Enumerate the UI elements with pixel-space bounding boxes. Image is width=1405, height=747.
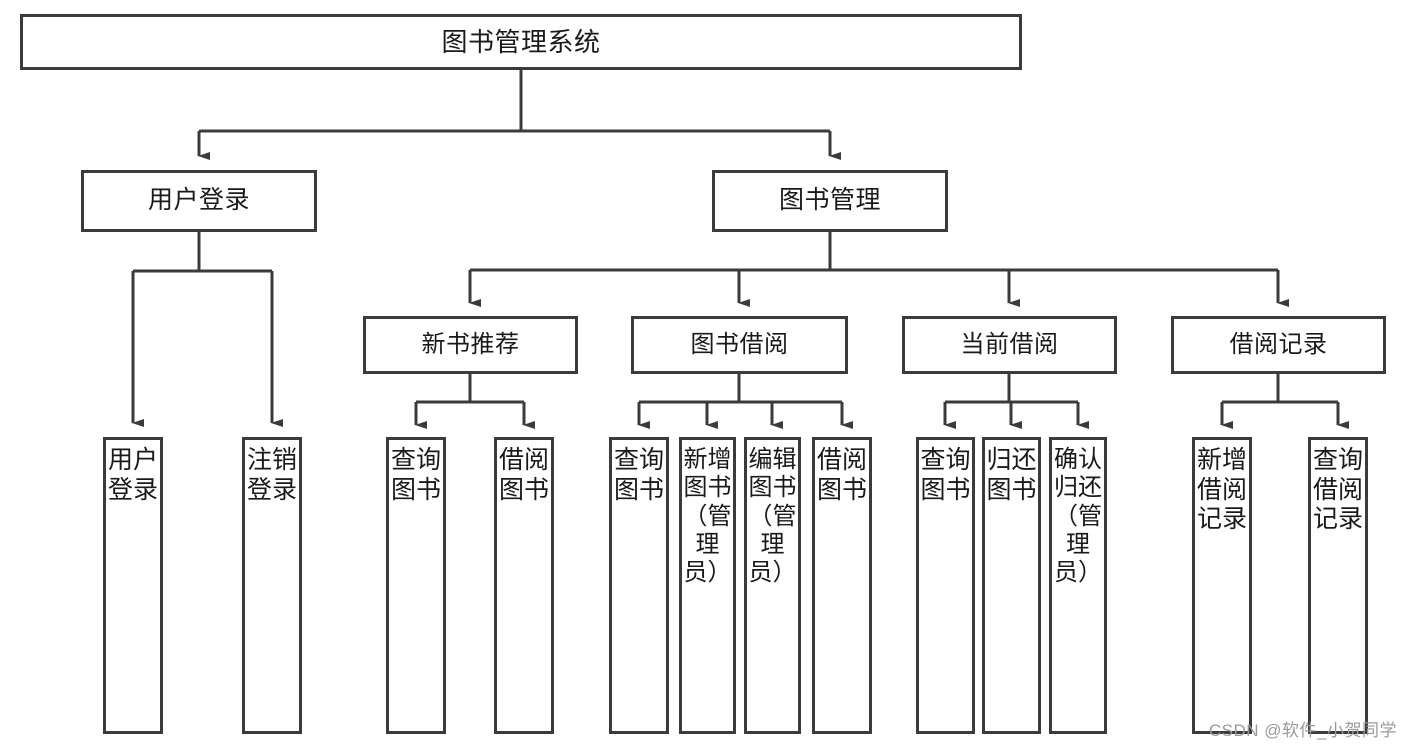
node-label: 借阅图书: [498, 446, 549, 504]
node-label: 当前借阅: [960, 330, 1059, 358]
leaf-confirm-return-admin[interactable]: 确认归还（管理员）: [1049, 437, 1107, 734]
leaf-edit-book-admin[interactable]: 编辑图书（管理员）: [744, 437, 801, 734]
node-label: 用户登录: [147, 186, 250, 215]
node-label: 查询图书: [920, 446, 971, 504]
node-borrow-record[interactable]: 借阅记录: [1171, 316, 1386, 374]
node-label: 图书管理系统: [441, 26, 601, 57]
leaf-query-borrow-record[interactable]: 查询借阅记录: [1308, 437, 1368, 734]
leaf-borrow-book[interactable]: 借阅图书: [812, 437, 872, 734]
node-user-login[interactable]: 用户登录: [81, 170, 317, 232]
leaf-query-book-current[interactable]: 查询图书: [916, 437, 975, 734]
leaf-user-login[interactable]: 用户登录: [103, 437, 163, 734]
node-current-borrow[interactable]: 当前借阅: [902, 316, 1117, 374]
node-label: 查询借阅记录: [1312, 446, 1363, 533]
node-label: 图书借阅: [690, 330, 789, 358]
leaf-borrow-book-recommend[interactable]: 借阅图书: [494, 437, 554, 734]
node-label: 新增借阅记录: [1196, 446, 1247, 533]
leaf-query-book-recommend[interactable]: 查询图书: [386, 437, 446, 734]
node-label: 新书推荐: [421, 330, 520, 358]
leaf-logout[interactable]: 注销登录: [242, 437, 302, 734]
node-label: 查询图书: [613, 446, 664, 504]
node-label: 编辑图书（管理员）: [748, 446, 797, 587]
node-label: 新增图书（管理员）: [683, 446, 732, 587]
node-label: 图书管理: [778, 186, 881, 215]
node-book-borrow[interactable]: 图书借阅: [631, 316, 848, 374]
node-new-book-recommend[interactable]: 新书推荐: [363, 316, 578, 374]
leaf-query-book-borrow[interactable]: 查询图书: [609, 437, 669, 734]
node-label: 借阅图书: [816, 446, 867, 504]
leaf-add-borrow-record[interactable]: 新增借阅记录: [1192, 437, 1252, 734]
node-root-book-management-system[interactable]: 图书管理系统: [20, 14, 1022, 70]
watermark-text: CSDN @软件_小贺同学: [1208, 721, 1397, 740]
leaf-return-book[interactable]: 归还图书: [982, 437, 1041, 734]
node-label: 用户登录: [107, 446, 158, 504]
node-book-management[interactable]: 图书管理: [712, 170, 948, 232]
leaf-add-book-admin[interactable]: 新增图书（管理员）: [679, 437, 736, 734]
node-label: 注销登录: [246, 446, 297, 504]
node-label: 借阅记录: [1229, 330, 1328, 358]
node-label: 查询图书: [390, 446, 441, 504]
node-label: 归还图书: [986, 446, 1037, 504]
node-label: 确认归还（管理员）: [1054, 446, 1102, 587]
